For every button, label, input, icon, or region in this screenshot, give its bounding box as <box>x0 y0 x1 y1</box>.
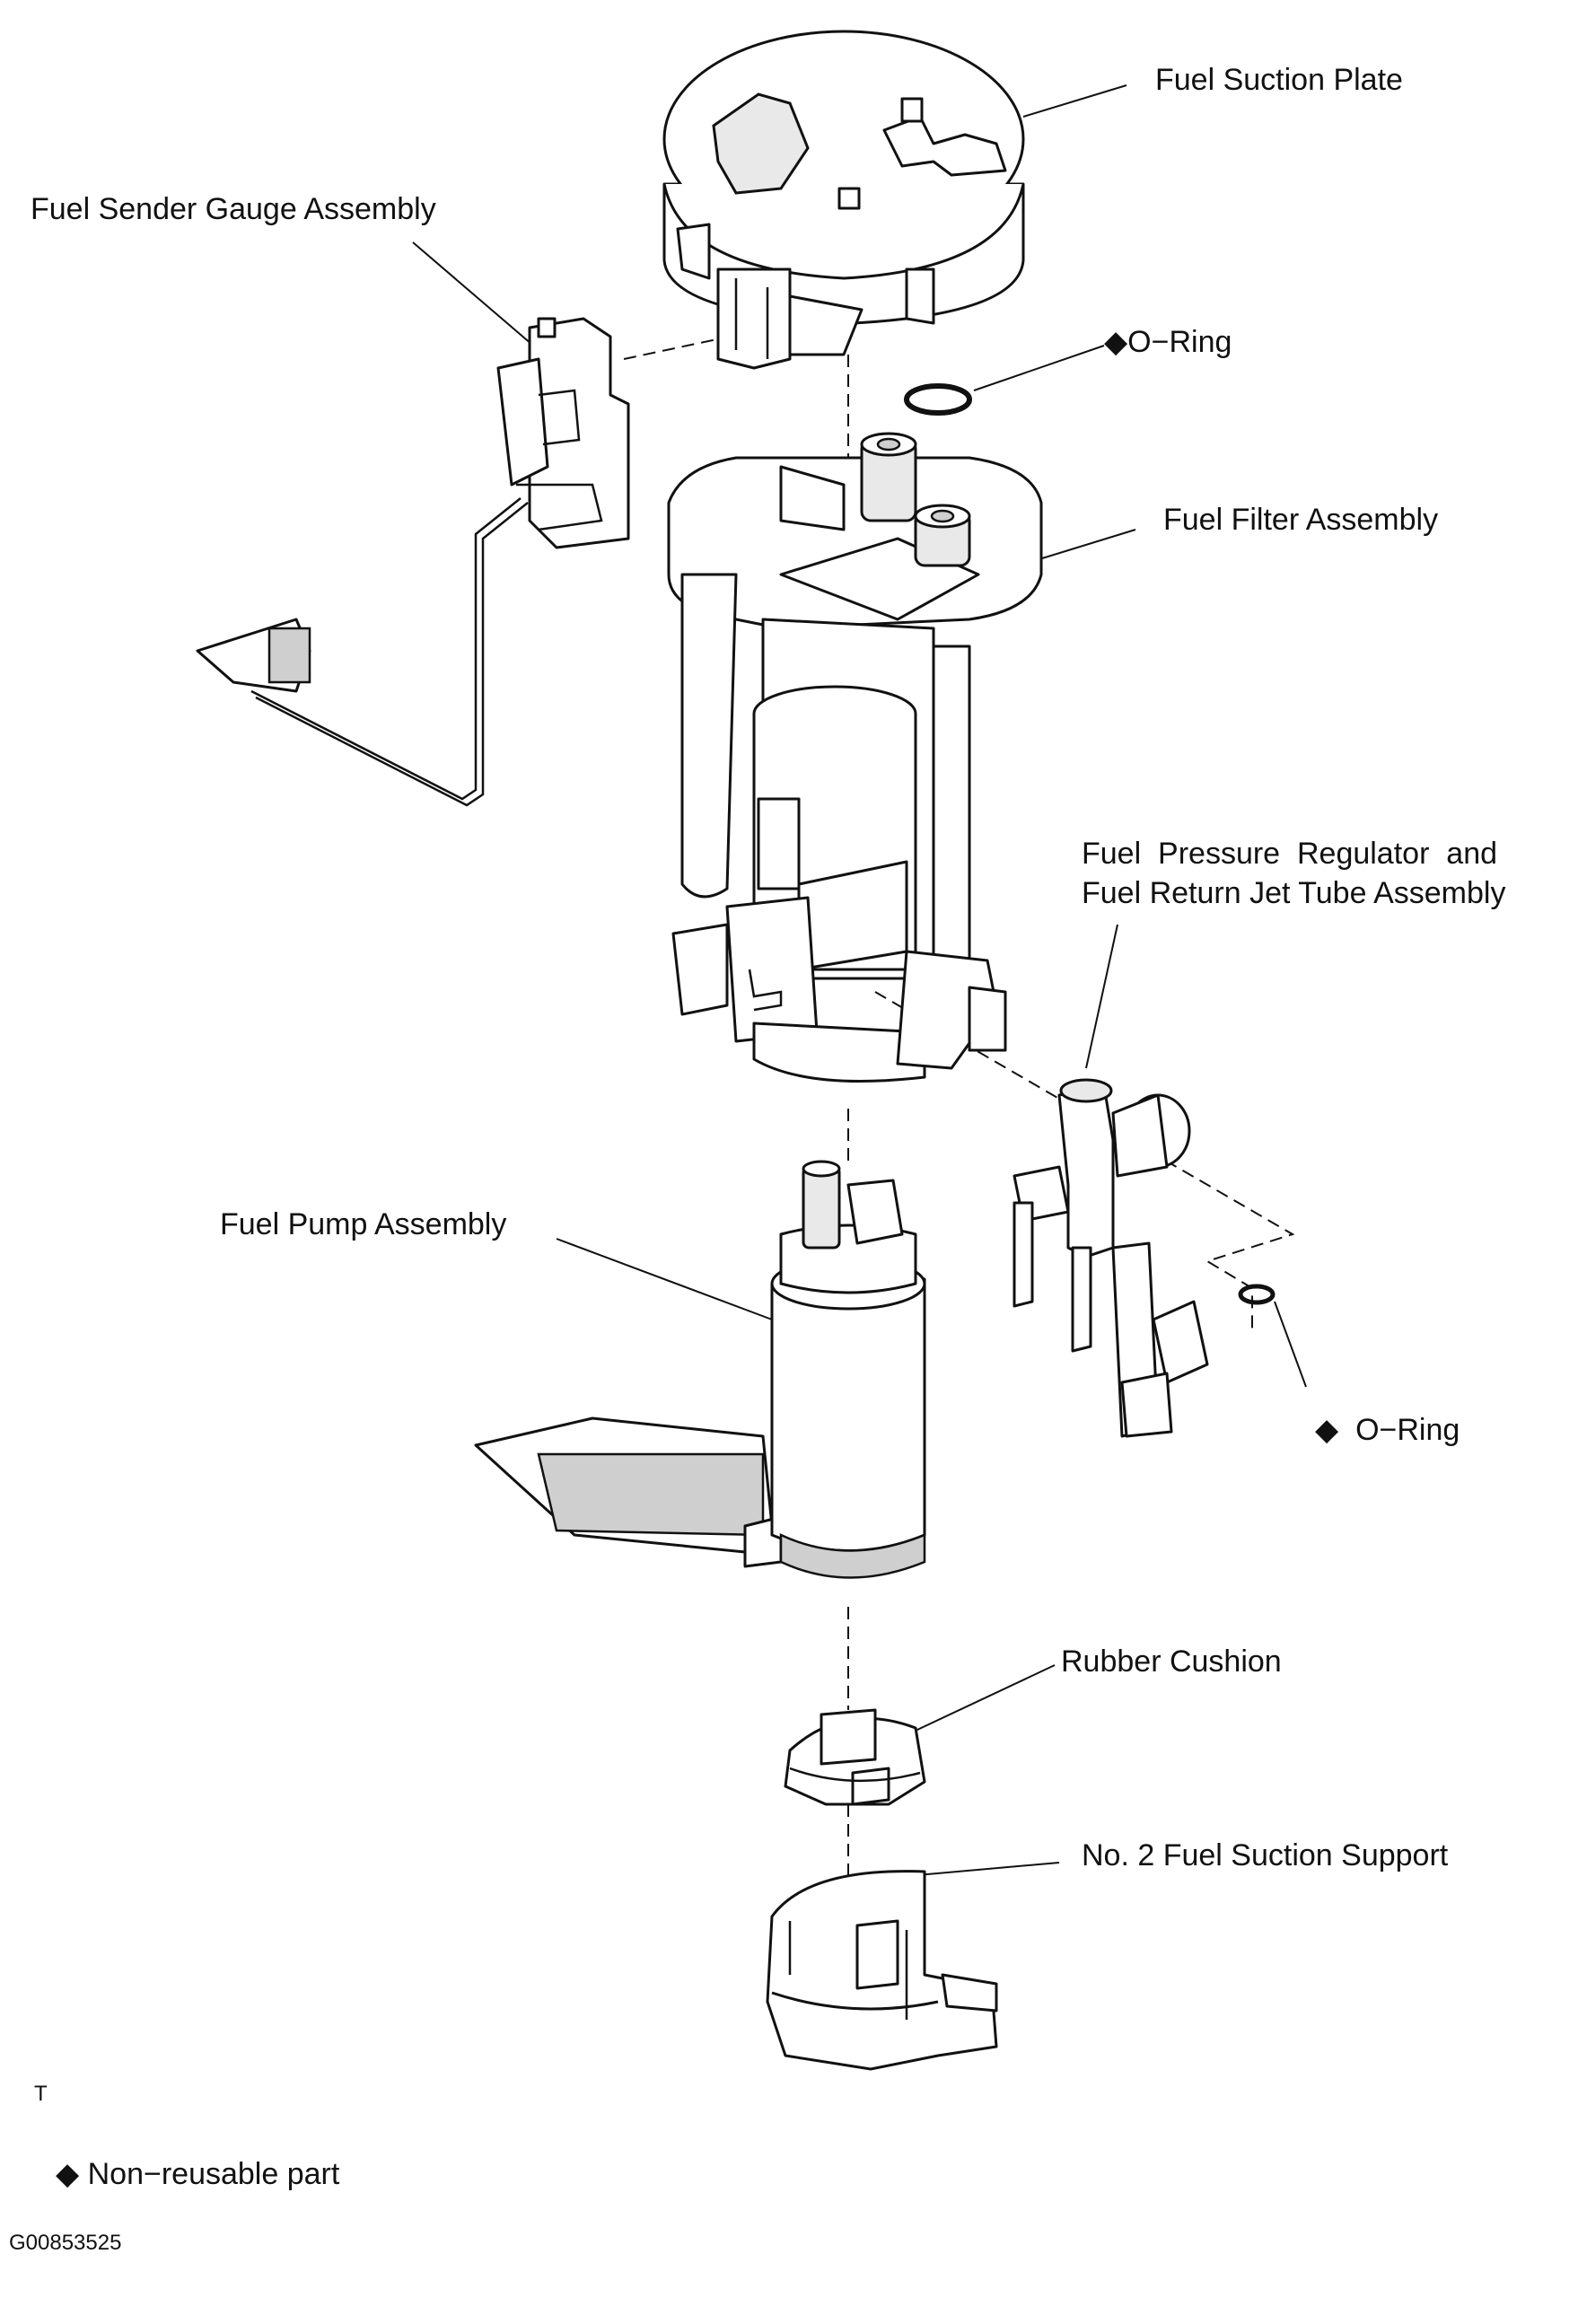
legend-marker: ◆ <box>56 2157 80 2191</box>
leader-fuel-suction-plate <box>1022 84 1127 118</box>
corner-mark: T <box>34 2082 48 2106</box>
fuel-suction-plate <box>662 30 1025 370</box>
leader-o-ring-bottom <box>1274 1301 1307 1388</box>
label-fuel-filter-assembly: Fuel Filter Assembly <box>1163 503 1439 537</box>
leader-rubber-cushion <box>901 1664 1056 1738</box>
non-reusable-marker: ◆ <box>1315 1413 1339 1447</box>
leader-o-ring-top <box>973 345 1105 391</box>
rubber-cushion <box>784 1708 926 1806</box>
fuel-pump-assembly <box>474 1160 926 1579</box>
fuel-filter-assembly <box>667 432 1043 1083</box>
leader-fuel-sender-gauge <box>412 241 539 351</box>
label-o-ring-bottom: ◆ O−Ring <box>1315 1411 1460 1449</box>
label-rubber-cushion: Rubber Cushion <box>1061 1644 1282 1679</box>
label-o-ring-top: ◆O−Ring <box>1104 323 1232 361</box>
leader-lines <box>412 84 1307 1877</box>
figure-code: G00853525 <box>9 2231 122 2255</box>
fuel-sender-gauge-assembly <box>196 317 630 807</box>
o-ring-bottom-text: O−Ring <box>1355 1413 1460 1447</box>
label-fuel-sender-gauge-assembly: Fuel Sender Gauge Assembly <box>31 192 436 226</box>
label-fuel-pressure-regulator-line1: Fuel Pressure Regulator and <box>1082 837 1498 871</box>
o-ring-top <box>904 383 972 416</box>
leader-pressure-regulator <box>1085 924 1118 1069</box>
leader-fuel-pump <box>556 1238 773 1320</box>
non-reusable-marker: ◆ <box>1104 325 1128 359</box>
o-ring-bottom <box>1238 1284 1276 1305</box>
label-fuel-suction-plate: Fuel Suction Plate <box>1155 63 1403 97</box>
label-no2-fuel-suction-support: No. 2 Fuel Suction Support <box>1082 1838 1449 1872</box>
no2-fuel-suction-support <box>766 1870 998 2071</box>
fuel-pressure-regulator <box>1013 1078 1209 1438</box>
label-fuel-pressure-regulator-line2: Fuel Return Jet Tube Assembly <box>1082 876 1506 910</box>
label-fuel-pump-assembly: Fuel Pump Assembly <box>220 1207 507 1241</box>
leader-suction-support <box>906 1862 1060 1877</box>
o-ring-top-text: O−Ring <box>1127 325 1232 359</box>
legend-text: Non−reusable part <box>87 2157 340 2191</box>
legend: ◆ Non−reusable part <box>56 2155 339 2193</box>
